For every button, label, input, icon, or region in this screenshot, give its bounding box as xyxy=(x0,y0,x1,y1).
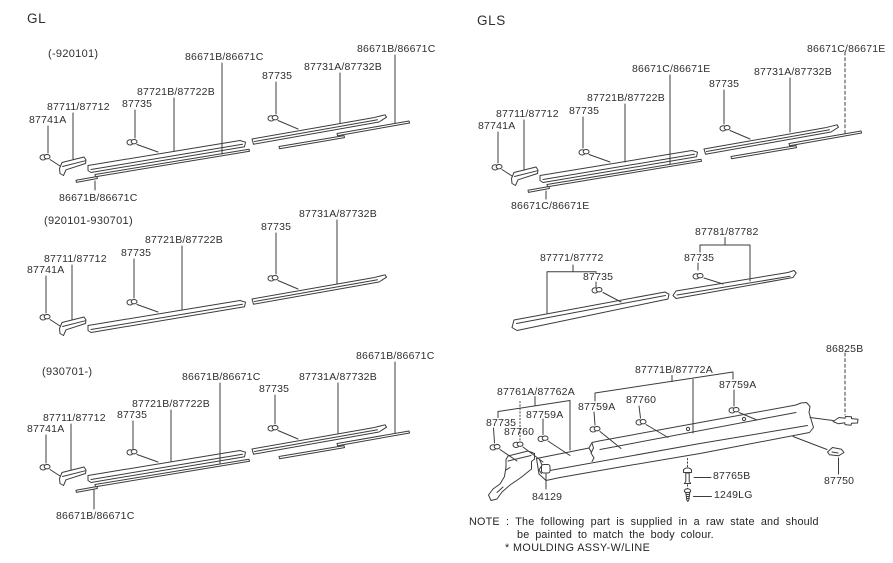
part-label-clip-front-gl3: 87735 xyxy=(117,409,148,421)
part-label-clip-front-gl1: 87735 xyxy=(122,98,153,110)
part-label-fender-moulding-gl3: 87711/87712 xyxy=(43,412,106,424)
part-label-strip-right-gls: 86671C/86671E xyxy=(807,43,886,55)
variant-code-gl1: (-920101) xyxy=(48,48,99,60)
part-label-fender-clip-gl3: 87741A xyxy=(27,423,65,435)
part-label-clip-87735: 87735 xyxy=(486,417,517,429)
note-line-3: * MOULDING ASSY-W/LINE xyxy=(505,542,864,555)
part-label-clip-left-87759a: 87759A xyxy=(526,409,564,421)
part-label-rear-moulding-gls: 87731A/87732B xyxy=(754,66,832,78)
part-label-strip-bottom-gl3: 86671B/86671C xyxy=(56,510,135,522)
part-label-rear-moulding-gl1: 87731A/87732B xyxy=(304,61,382,73)
part-label-clip-right-87759a: 87759A xyxy=(719,379,757,391)
note-line-2: be painted to match the body colour. xyxy=(517,529,714,541)
part-label-end-clip-right: 86825B xyxy=(826,343,864,355)
part-label-door-moulding-gl3: 87721B/87722B xyxy=(132,398,210,410)
note-star: * xyxy=(505,542,510,554)
part-label-clip-rear-gl3: 87735 xyxy=(259,383,290,395)
part-label-end-assy: 87761A/87762A xyxy=(497,386,575,398)
part-label-rear-clip-gls: 87735 xyxy=(684,252,715,264)
part-label-rear-door-moulding-gls: 87781/87782 xyxy=(695,226,759,238)
part-label-door-moulding-gls: 87721B/87722B xyxy=(587,92,665,104)
part-label-strip-center-gl3: 86671B/86671C xyxy=(182,371,261,383)
part-label-strip-bottom-gl1: 86671B/86671C xyxy=(59,192,138,204)
part-label-front-door-moulding-gls: 87771/87772 xyxy=(540,252,604,264)
part-label-door-moulding-gl1: 87721B/87722B xyxy=(137,86,215,98)
part-label-strip-right-gl1: 86671B/86671C xyxy=(357,43,436,55)
part-label-clip-87750: 87750 xyxy=(824,475,855,487)
part-label-fender-clip-gl1: 87741A xyxy=(29,114,67,126)
part-label-grommet-left-87760: 87760 xyxy=(504,426,535,438)
section-title-gls: GLS xyxy=(477,13,506,28)
part-label-clip-mid-87759a: 87759A xyxy=(578,401,616,413)
note-line-1: NOTE : The following part is supplied in … xyxy=(469,516,864,529)
note-text-1: The following part is supplied in a raw … xyxy=(515,516,819,528)
part-label-rear-moulding-gl2: 87731A/87732B xyxy=(299,208,377,220)
part-label-clip-rear-gl2: 87735 xyxy=(261,221,292,233)
variant-code-gl3: (930701-) xyxy=(42,366,93,378)
part-label-strip-right-gl3: 86671B/86671C xyxy=(356,350,435,362)
section-title-gl: GL xyxy=(27,11,47,26)
part-label-fender-moulding-gl1: 87711/87712 xyxy=(47,101,110,113)
part-label-screw-1249lg: 1249LG xyxy=(714,489,753,501)
part-label-sill-moulding: 87771B/87772A xyxy=(635,364,713,376)
part-label-fender-moulding-gl2: 87711/87712 xyxy=(44,253,107,265)
part-label-grommet-84129: 84129 xyxy=(532,491,563,503)
note-label: NOTE : xyxy=(469,516,510,528)
note-text-3: MOULDING ASSY-W/LINE xyxy=(513,542,651,554)
part-label-clip-rear-gls: 87735 xyxy=(709,78,740,90)
part-label-clip-front-gls: 87735 xyxy=(569,105,600,117)
part-label-fender-moulding-gls: 87711/87712 xyxy=(496,108,559,120)
part-label-front-clip-gls: 87735 xyxy=(583,271,614,283)
part-label-strip-center-gls: 86671C/86671E xyxy=(632,63,711,75)
part-label-fender-clip-gl2: 87741A xyxy=(27,264,65,276)
part-label-strip-center-gl1: 86671B/86671C xyxy=(185,51,264,63)
part-label-clip-rear-gl1: 87735 xyxy=(262,70,293,82)
part-label-fender-clip-gls: 87741A xyxy=(478,120,516,132)
part-label-strip-bottom-gls: 86671C/86671E xyxy=(511,200,590,212)
part-label-door-moulding-gl2: 87721B/87722B xyxy=(145,234,223,246)
part-label-rear-moulding-gl3: 87731A/87732B xyxy=(299,371,377,383)
note-block: NOTE : The following part is supplied in … xyxy=(469,516,864,555)
part-label-clip-front-gl2: 87735 xyxy=(121,247,152,259)
part-label-grommet-mid-87760: 87760 xyxy=(626,394,657,406)
part-label-plug-87765b: 87765B xyxy=(713,470,751,482)
variant-code-gl2: (920101-930701) xyxy=(44,215,133,227)
